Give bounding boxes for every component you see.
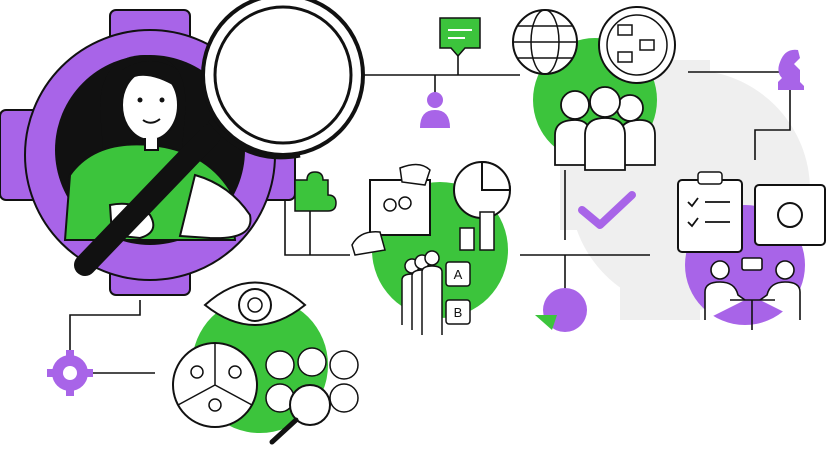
clipboard-checklist-icon [677,171,743,253]
eye-icon [203,281,307,326]
compass-icon [598,6,676,84]
chess-knight-icon [778,49,804,90]
small-gear-icon [47,350,93,396]
globe-icon [512,9,578,75]
gear-puzzle-icon [754,184,826,246]
emoji-faces-icon [265,347,359,445]
magnifier-icon [74,0,365,276]
meeting-people-icon [704,257,801,330]
team-cluster [512,6,676,171]
small-pie-icon [535,288,587,332]
option-a-label: A [454,267,463,282]
audience-segment-icon [172,342,258,428]
bar-chart-icon [459,211,495,251]
queue-people-icon [401,250,443,335]
option-a-box [445,261,471,287]
user-icon [420,92,450,128]
puzzle-piece-icon [294,171,337,212]
chat-bubble-icon [439,17,481,58]
team-people-icon [554,86,656,171]
photo-frame-icon [351,163,431,256]
pie-chart-icon [453,160,512,219]
insights-cluster [172,281,359,445]
planning-cluster [677,171,826,330]
option-b-label: B [454,305,463,320]
option-b-box [445,299,471,325]
analytics-cluster: A B [351,160,512,335]
checkmark-icon [578,191,636,229]
